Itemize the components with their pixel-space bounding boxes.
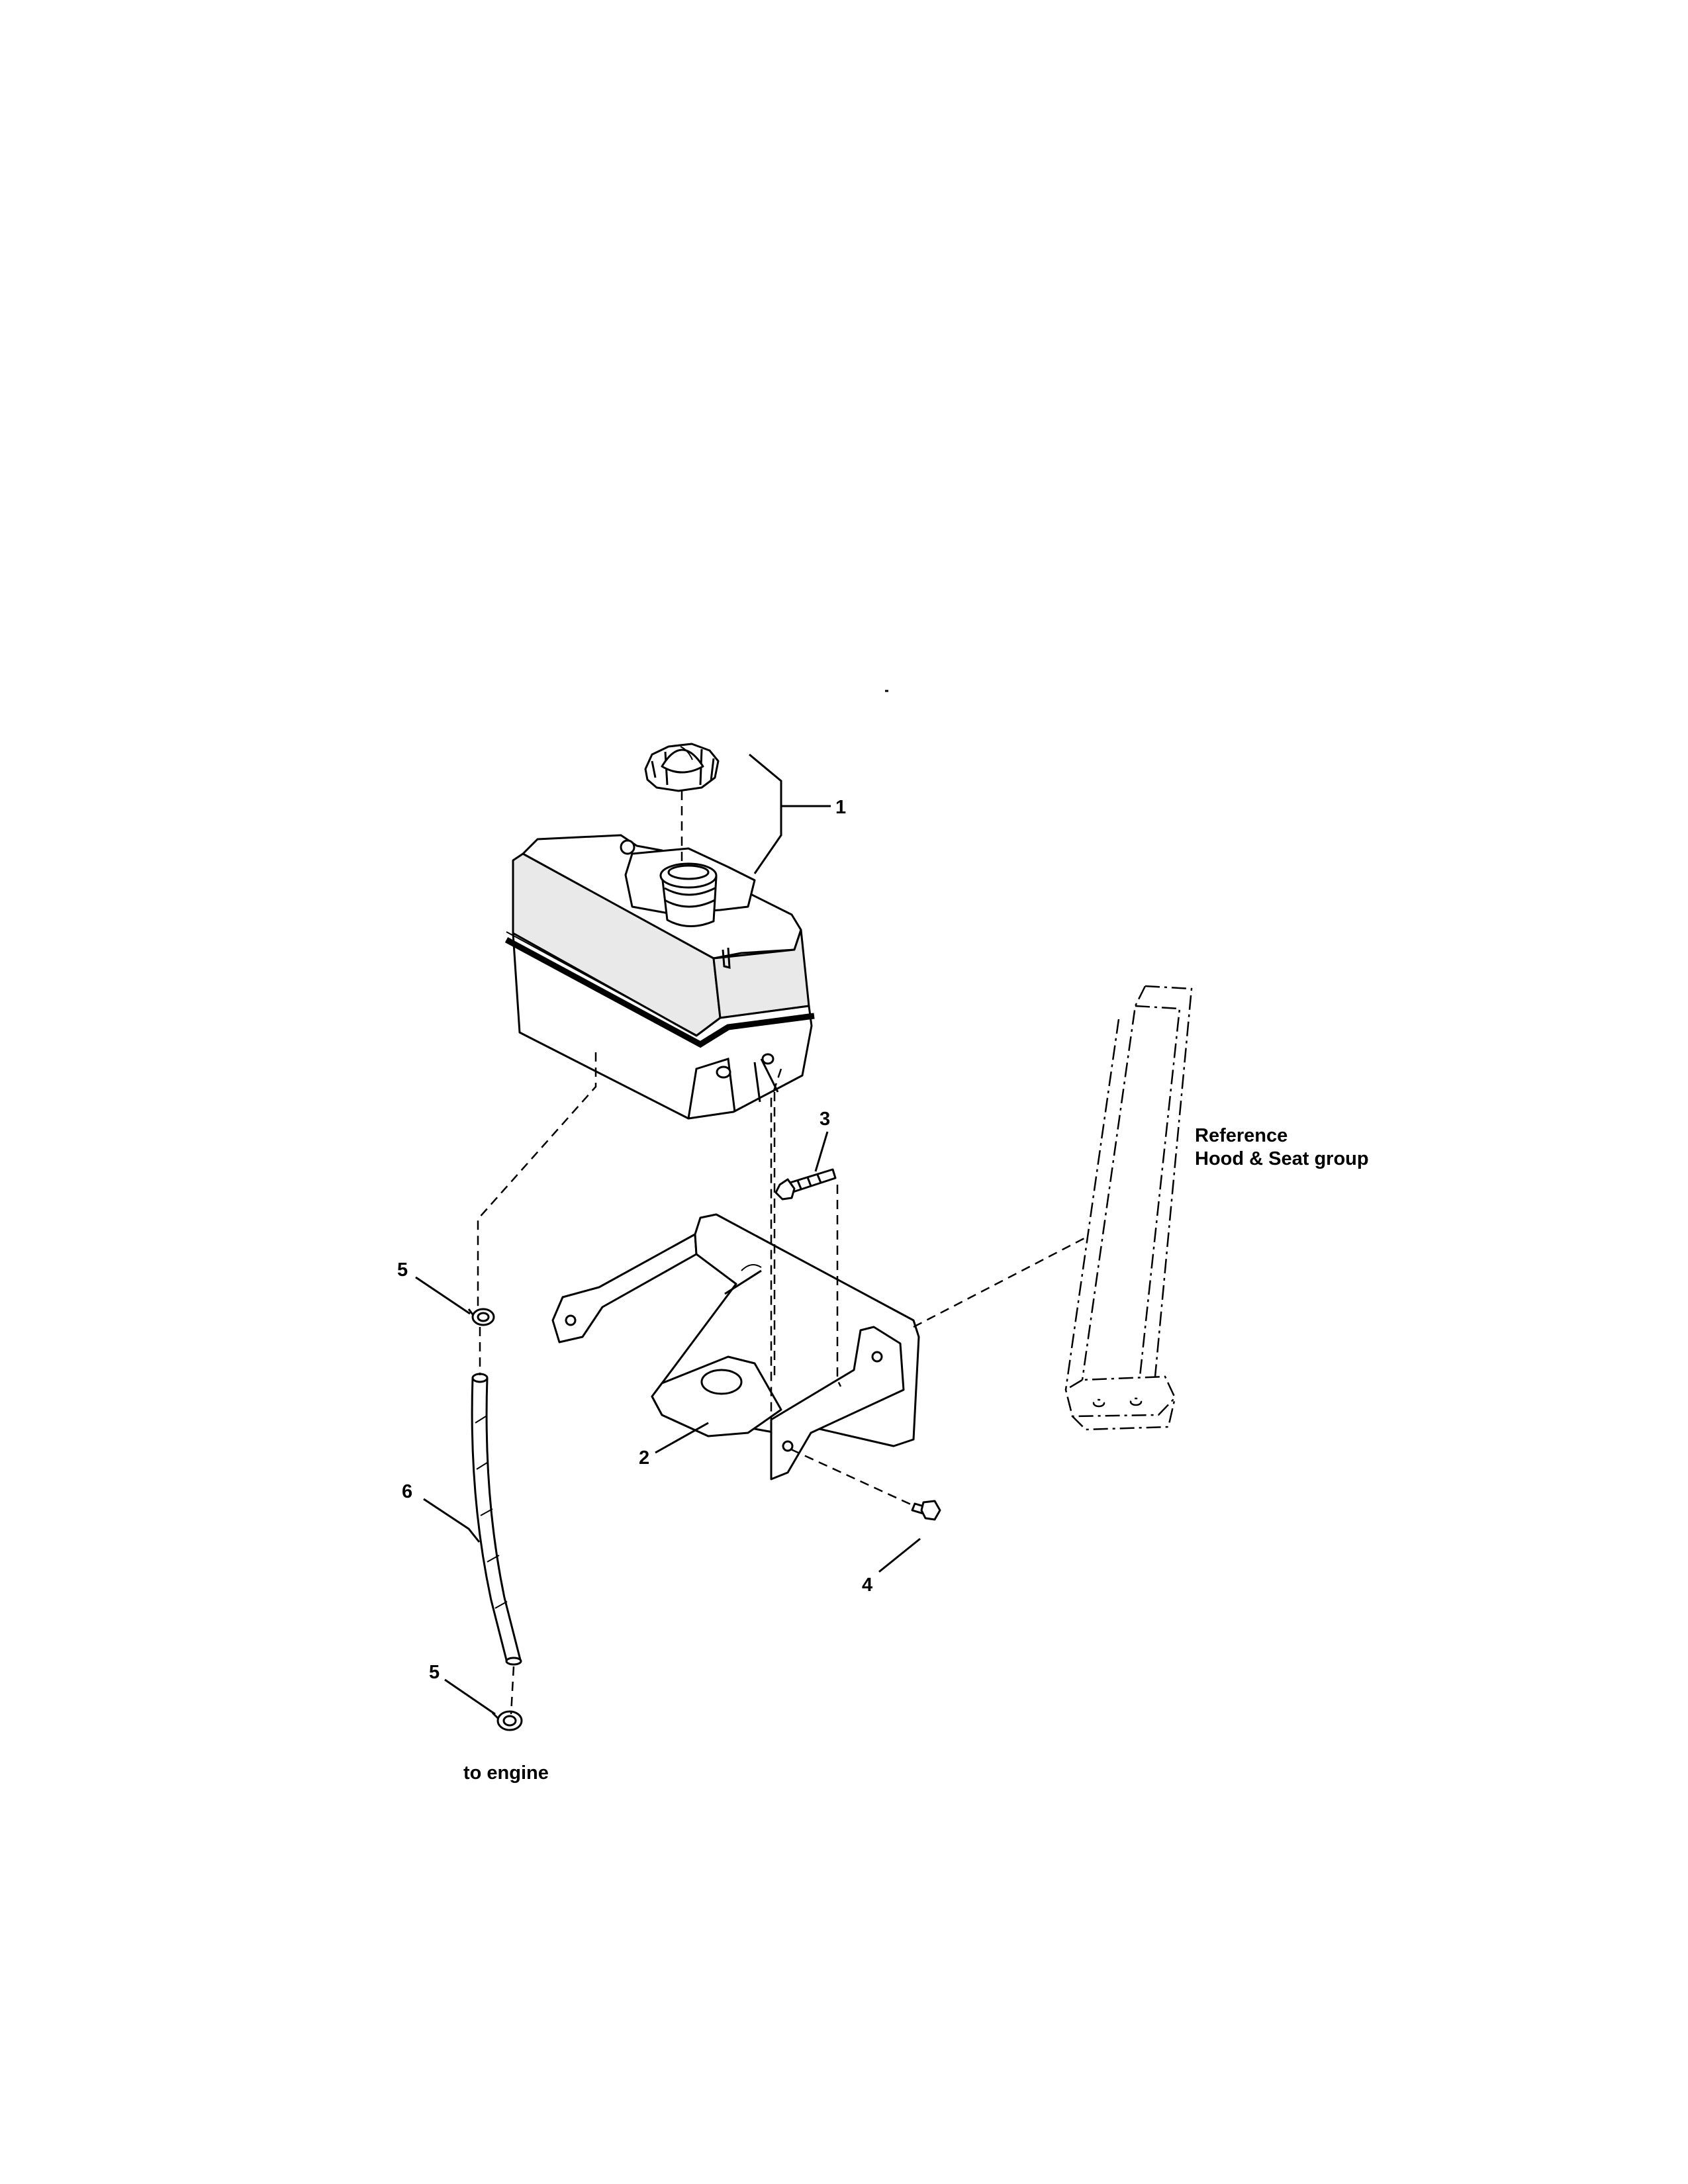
- callout-label-4: 4: [862, 1574, 872, 1596]
- callout-label-5-upper: 5: [397, 1259, 408, 1281]
- callout-label-5-lower: 5: [429, 1662, 440, 1683]
- hose-clamp-upper: [467, 1308, 495, 1326]
- assembly-centerlines: [477, 1052, 1086, 1715]
- reference-note-line2: Hood & Seat group: [1195, 1148, 1369, 1169]
- fuel-tank: [504, 834, 815, 1120]
- callout-1-bracket: [749, 753, 831, 874]
- leader-lines: [415, 1131, 921, 1715]
- callout-label-1: 1: [835, 797, 846, 818]
- hose-clamp-lower: [491, 1710, 523, 1731]
- callout-label-3: 3: [820, 1109, 830, 1130]
- reference-hood-seat-bracket: [1064, 985, 1193, 1431]
- to-engine-note: to engine: [463, 1762, 549, 1784]
- bolt-4: [911, 1500, 941, 1521]
- reference-note-line1: Reference: [1195, 1125, 1288, 1146]
- fuel-hose: [471, 1373, 522, 1666]
- bolt-3: [774, 1168, 837, 1201]
- mounting-bracket: [551, 1213, 920, 1480]
- fuel-cap: [644, 743, 720, 792]
- callout-label-6: 6: [402, 1481, 412, 1502]
- callout-label-2: 2: [639, 1447, 649, 1469]
